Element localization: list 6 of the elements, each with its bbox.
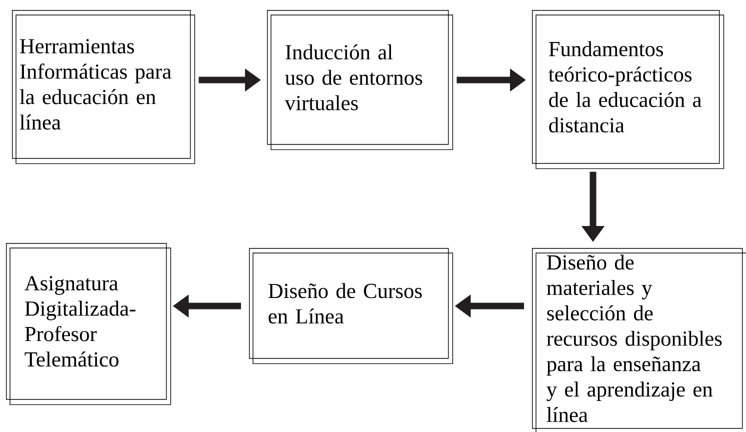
process-box: Inducción al uso de entornos virtuales: [267, 10, 454, 150]
process-box: Fundamentos teórico-prácticos de la educación a distancia: [532, 10, 724, 170]
process-box: Diseño de materiales y selección de recursos disponibles para la enseñanza y el aprendizaje en línea: [532, 248, 746, 432]
process-box: Asignatura Digitalizada-Profesor Telemático: [6, 243, 172, 406]
process-box: Herramientas Informáticas para la educación en línea: [12, 10, 196, 164]
process-box: Diseño de Cursos en Línea: [249, 248, 454, 364]
